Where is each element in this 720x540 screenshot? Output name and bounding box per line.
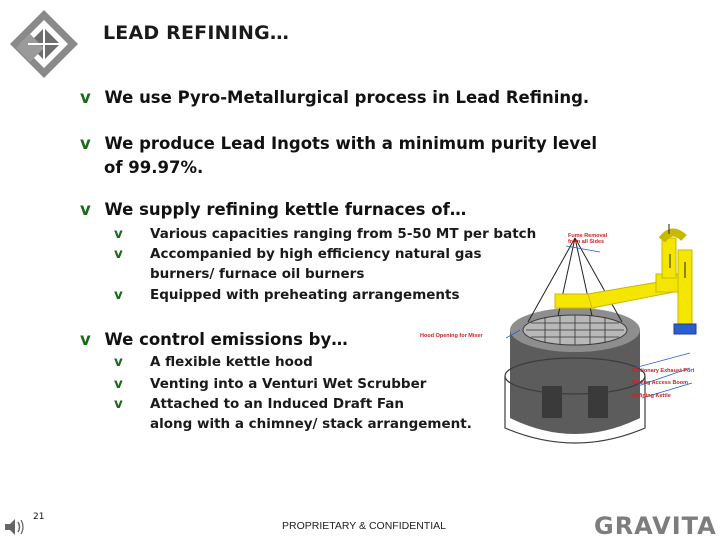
brand-logo-text: GRAVITA (594, 512, 717, 540)
bullet-icon: v (114, 226, 123, 242)
bullet-emissions: v We control emissions by… (80, 330, 348, 349)
sub-bullet-burners: v Accompanied by high efficiency natural… (114, 246, 482, 262)
bullet-icon: v (114, 246, 123, 262)
speaker-icon[interactable] (4, 518, 26, 536)
bullet-icon: v (114, 354, 123, 370)
label-hood-opening: Hood Opening for Mixer (420, 333, 483, 339)
sub-bullet-fan: v Attached to an Induced Draft Fan (114, 396, 405, 412)
sub-bullet-scrubber: v Venting into a Venturi Wet Scrubber (114, 376, 427, 392)
sub-bullet-hood: v A flexible kettle hood (114, 354, 313, 370)
bullet-icon: v (114, 396, 123, 412)
sub-bullet-preheating: v Equipped with preheating arrangements (114, 287, 460, 303)
label-refining-kettle: Refining Kettle (632, 393, 671, 399)
bullet-furnaces: v We supply refining kettle furnaces of… (80, 200, 467, 219)
label-fume-removal: Fume Removal from all Sides (568, 233, 608, 245)
page-title: LEAD REFINING… (103, 22, 290, 44)
bullet-icon: v (80, 330, 91, 349)
bullet-ingots-cont: of 99.97%. (104, 158, 204, 177)
bullet-pyro: v We use Pyro-Metallurgical process in L… (80, 88, 590, 107)
sub-bullet-burners-cont: burners/ furnace oil burners (150, 266, 365, 282)
sub-bullet-fan-cont: along with a chimney/ stack arrangement. (150, 416, 472, 432)
bullet-icon: v (80, 134, 91, 153)
page-number: 21 (33, 512, 45, 522)
kettle-hood-diagram: Fume Removal from all Sides Hood Opening… (410, 218, 715, 463)
label-access-boom: Sliding Access Boom (632, 380, 689, 386)
company-logo (8, 8, 80, 80)
sub-bullet-capacity: v Various capacities ranging from 5-50 M… (114, 226, 537, 242)
bullet-icon: v (114, 287, 123, 303)
confidential-notice: PROPRIETARY & CONFIDENTIAL (282, 520, 446, 532)
label-exhaust-port: Stationary Exhaust Port (632, 368, 695, 374)
bullet-ingots: v We produce Lead Ingots with a minimum … (80, 134, 597, 153)
bullet-icon: v (80, 88, 91, 107)
bullet-icon: v (80, 200, 91, 219)
bullet-icon: v (114, 376, 123, 392)
